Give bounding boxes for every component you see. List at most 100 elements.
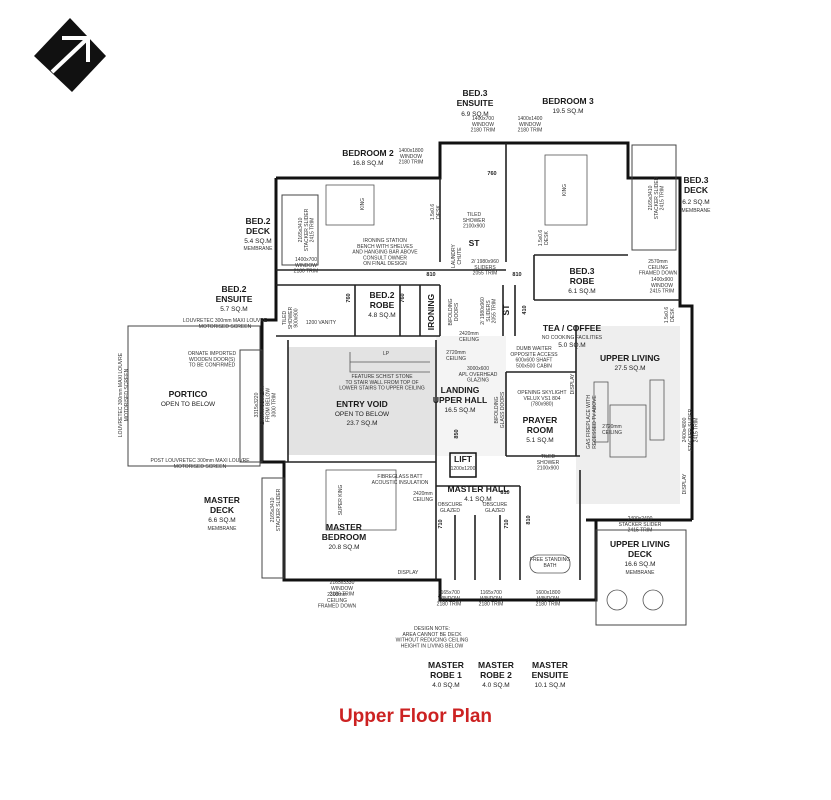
- label-bifolding2: BIFOLDINGGLASS DOORS: [494, 391, 506, 428]
- label-d850: 850: [454, 429, 460, 438]
- portico-sub: OPEN TO BELOW: [161, 401, 216, 408]
- note-sliders-bed2: 2165x3410STACKER SLIDER2415 TRIM: [298, 208, 316, 251]
- bed2-deck-area: 5.4 SQ.M: [244, 238, 271, 245]
- note-master-slider: 2165x3410STACKER SLIDER: [270, 488, 282, 531]
- label-desk2: 1.5x0.6DESK: [538, 230, 550, 247]
- furniture: [325, 154, 665, 611]
- master-hall-area: 4.1 SQ.M: [464, 496, 491, 503]
- label-d410: 410: [522, 305, 528, 314]
- lift-shaft: [449, 452, 477, 478]
- note-entry-joinery: 3315x3220ENTRY JOINERYFROM BELOW3000 TRI…: [254, 384, 277, 424]
- entry-void-floor: [288, 347, 435, 455]
- label-display1: DISPLAY: [398, 570, 419, 576]
- bed3-deck-sub: MEMBRANE: [682, 208, 712, 214]
- upper-living-area: 27.5 SQ.M: [614, 365, 645, 372]
- landing-area: 16.5 SQ.M: [444, 407, 475, 414]
- tea-coffee-name: TEA / COFFEE: [543, 323, 602, 333]
- ironing-name: IRONING: [426, 293, 436, 330]
- bedroom3-name: BEDROOM 3: [542, 96, 594, 106]
- bed3-deck-area: 6.2 SQ.M: [682, 199, 709, 206]
- interior-walls: [276, 143, 680, 580]
- note-slider-living: 2400x4800STACKER SLIDER2415 TRIM: [682, 408, 700, 451]
- upper-living-deck-sub: MEMBRANE: [626, 570, 656, 576]
- prayer-area: 5.1 SQ.M: [526, 437, 553, 444]
- tea-coffee-sub: NO COOKING FACILITIES: [542, 335, 603, 341]
- deck-outlines: [127, 144, 687, 626]
- label-super-king: SUPER KING: [338, 484, 344, 515]
- label-d810a: 810: [426, 272, 435, 278]
- entry-void-sub: OPEN TO BELOW: [335, 411, 390, 418]
- label-king1: KING: [360, 198, 366, 210]
- note-sliders-vert: 2/ 1980x960SLIDERS2055 TRIM: [480, 297, 498, 325]
- label-d760c: 760: [400, 293, 406, 302]
- bedroom2-name: BEDROOM 2: [342, 148, 394, 158]
- note-sliders-bed3: 2165x3410STACKER SLIDER2415 TRIM: [648, 176, 666, 219]
- label-st1: ST: [469, 238, 481, 248]
- lift-sub: 1200x1200: [451, 466, 476, 472]
- master-robe1-area: 4.0 SQ.M: [432, 682, 459, 689]
- label-display3: DISPLAY: [682, 473, 688, 494]
- master-hall-name: MASTER HALL: [448, 484, 509, 494]
- note-gas-fireplace: GAS FIREPLACE WITHRECESSED TV ABOVE: [586, 395, 598, 449]
- tea-coffee-area: 5.0 SQ.M: [558, 342, 585, 349]
- note-tiled-shower-bed2: TILEDSHOWER900x900: [282, 306, 300, 329]
- master-bedroom-area: 20.8 SQ.M: [328, 544, 359, 551]
- bedroom2-area: 16.8 SQ.M: [352, 160, 383, 167]
- label-st2: ST: [501, 304, 511, 316]
- entry-void-name: ENTRY VOID: [336, 399, 387, 409]
- label-d760b: 760: [346, 293, 352, 302]
- bed3-ensuite-area: 6.9 SQ.M: [461, 111, 488, 118]
- upper-living-deck-area: 16.6 SQ.M: [624, 561, 655, 568]
- note-louvre-side: LOUVRETEC 300mm MAXI LOUVREMOTORISED SCR…: [118, 352, 130, 437]
- master-deck-sub: MEMBRANE: [208, 526, 238, 532]
- master-ensuite-area: 10.1 SQ.M: [534, 682, 565, 689]
- label-d760a: 760: [487, 171, 496, 177]
- label-d810b: 810: [512, 272, 521, 278]
- label-king2: KING: [562, 184, 568, 196]
- label-display2: DISPLAY: [570, 373, 576, 394]
- portico-name: PORTICO: [169, 389, 208, 399]
- bed3-robe-area: 6.1 SQ.M: [568, 288, 595, 295]
- upper-living-name: UPPER LIVING: [600, 353, 660, 363]
- master-deck-area: 6.6 SQ.M: [208, 517, 235, 524]
- label-d810d: 810: [526, 515, 532, 524]
- upper-living-floor: [576, 326, 680, 504]
- north-arrow-icon: [34, 18, 106, 92]
